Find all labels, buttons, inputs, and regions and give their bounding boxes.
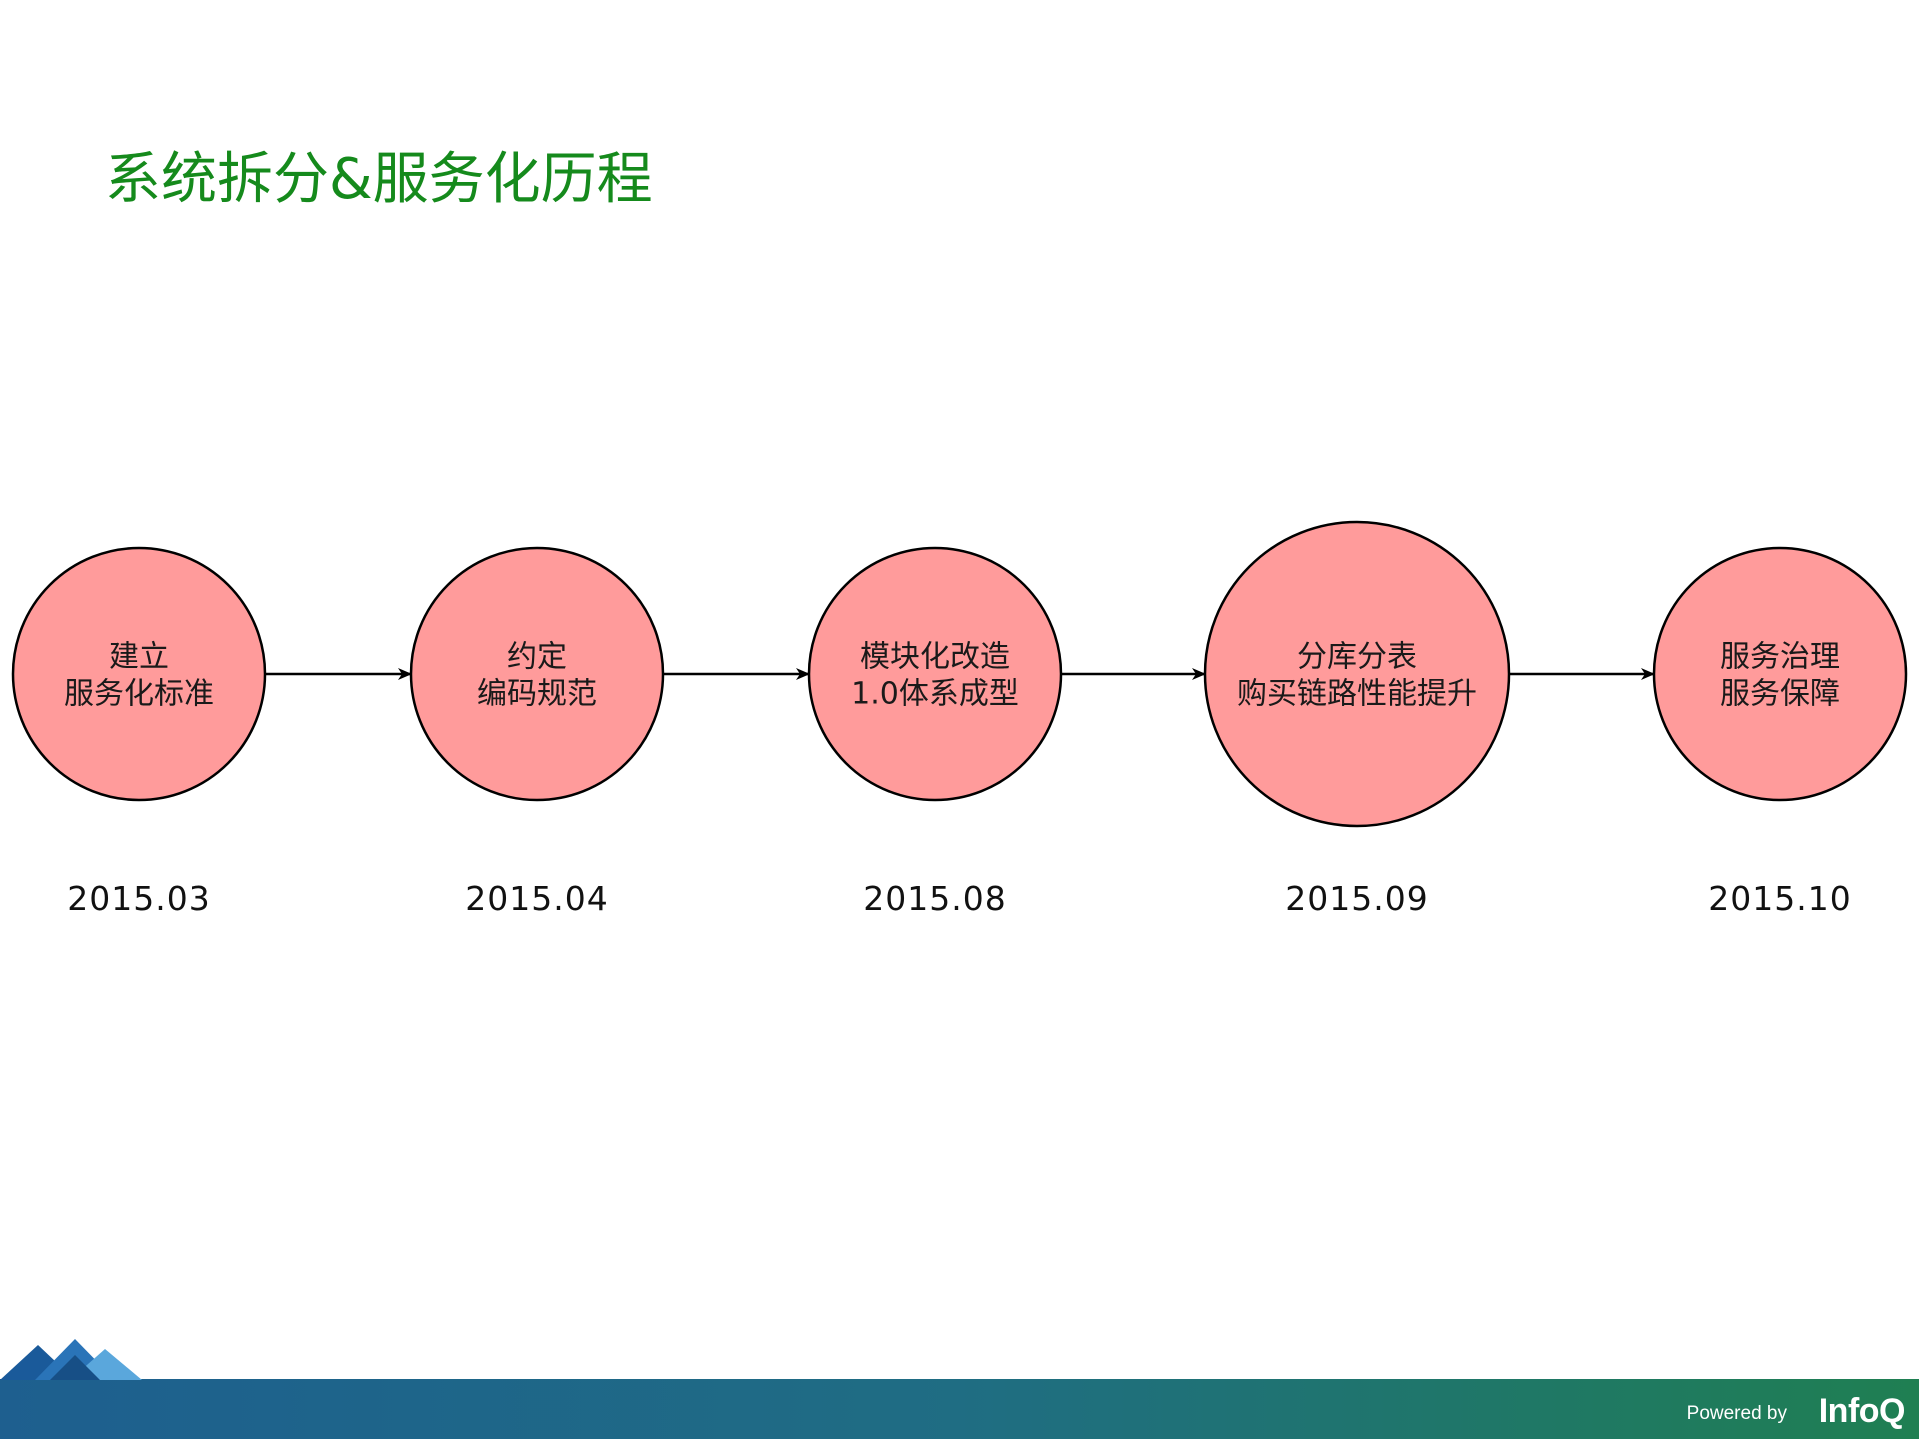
stage-date: 2015.09: [1285, 879, 1428, 918]
stage-circle: [1203, 520, 1511, 828]
nodes-layer: 建立服务化标准约定编码规范模块化改造1.0体系成型分库分表购买链路性能提升服务治…: [11, 520, 1908, 828]
stage-circle: [807, 546, 1063, 802]
stage-circle: [409, 546, 665, 802]
stage-date: 2015.08: [863, 879, 1006, 918]
stage-label: 购买链路性能提升: [1237, 677, 1477, 712]
stage-date: 2015.04: [465, 879, 608, 918]
stage-date: 2015.03: [67, 879, 210, 918]
stage-circle: [1652, 546, 1908, 802]
mountain-logo: [0, 1339, 142, 1380]
dates-layer: 2015.03 2015.04 2015.08 2015.09 2015.10: [67, 879, 1851, 918]
slide-title: 系统拆分&服务化历程: [105, 147, 653, 212]
footer-bar: Powered by InfoQ: [0, 1379, 1919, 1439]
stage-label: 编码规范: [477, 677, 597, 712]
stage-date: 2015.10: [1708, 879, 1851, 918]
stage-label: 约定: [507, 640, 567, 675]
stage-label: 建立: [109, 640, 169, 675]
stage-label: 服务治理: [1720, 640, 1840, 675]
stage-circle: [11, 546, 267, 802]
stage-label: 1.0体系成型: [851, 677, 1019, 712]
infoq-logo: InfoQ: [1818, 1392, 1906, 1430]
stage-label: 服务保障: [1720, 677, 1840, 712]
stage-label: 分库分表: [1297, 640, 1417, 675]
stage-label: 模块化改造: [860, 640, 1010, 675]
stage-label: 服务化标准: [64, 677, 214, 712]
powered-by-text: Powered by: [1686, 1403, 1787, 1424]
